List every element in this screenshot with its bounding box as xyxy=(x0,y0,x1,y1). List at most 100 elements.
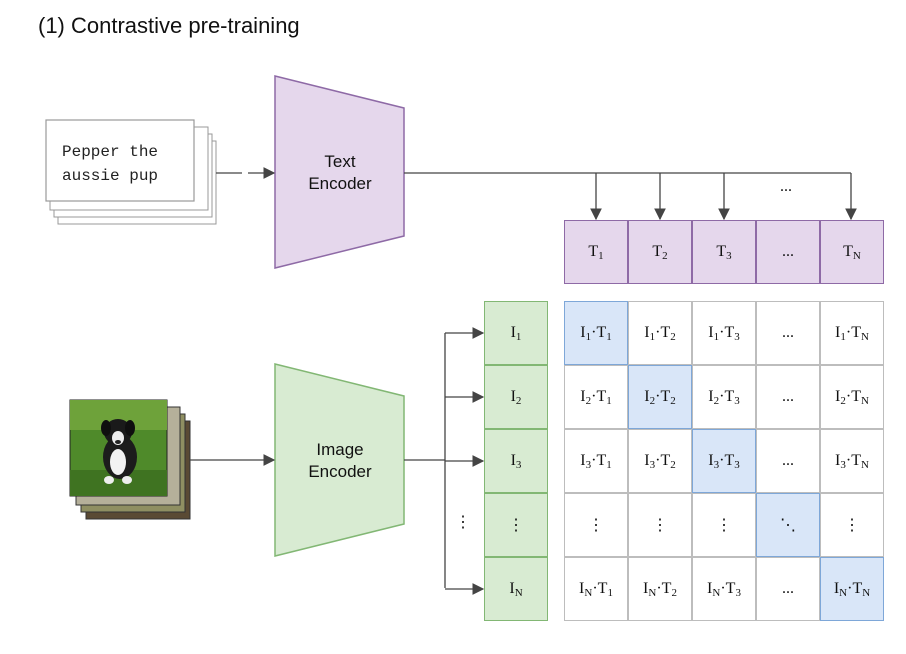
similarity-cell-N-3: IN·T3 xyxy=(692,557,756,621)
arrow-ellipsis: ... xyxy=(780,178,792,195)
text-term-sub: N xyxy=(860,330,869,343)
text-token-label: T1 xyxy=(588,243,603,262)
text-term-sub: N xyxy=(860,394,869,407)
text-term: T2 xyxy=(660,452,675,471)
text-embedding-N: TN xyxy=(820,220,884,284)
image-encoder-shape xyxy=(274,363,405,557)
image-token-label-sub: 3 xyxy=(515,458,522,471)
dot-product-symbol: · xyxy=(591,388,597,405)
image-term-base: I xyxy=(580,451,586,469)
similarity-cell-vdots-dots: ⋱ xyxy=(756,493,820,557)
image-encoder-label: Image Encoder xyxy=(280,439,400,483)
image-term: I2 xyxy=(644,388,655,407)
text-term-base: T xyxy=(724,451,735,469)
image-token-label: I3 xyxy=(511,452,522,471)
image-term: I3 xyxy=(580,452,591,471)
image-term-base: I xyxy=(708,387,714,405)
text-embedding-2: T2 xyxy=(628,220,692,284)
text-output-bus xyxy=(404,172,857,221)
text-term-sub: N xyxy=(860,458,869,471)
text-term-base: T xyxy=(597,579,608,597)
similarity-cell-2-1: I2·T1 xyxy=(564,365,628,429)
text-embedding-3: T3 xyxy=(692,220,756,284)
text-term-sub: 2 xyxy=(670,330,676,343)
image-token-label: I2 xyxy=(511,388,522,407)
image-term-base: I xyxy=(835,387,841,405)
text-card-stack xyxy=(45,119,217,225)
image-term-base: I xyxy=(644,451,650,469)
image-term: IN xyxy=(834,580,847,599)
text-term-base: T xyxy=(660,387,671,405)
text-term: TN xyxy=(852,580,870,599)
image-term: I1 xyxy=(580,324,591,343)
similarity-cell-2-2: I2·T2 xyxy=(628,365,692,429)
image-term-sub: 1 xyxy=(840,330,846,343)
image-term-sub: 3 xyxy=(585,458,592,471)
image-encoder-label-line-1: Image xyxy=(316,440,364,459)
text-term-base: T xyxy=(661,579,672,597)
text-term: T2 xyxy=(660,324,675,343)
text-token-label: T2 xyxy=(652,243,667,262)
text-term-sub: 2 xyxy=(671,586,677,599)
text-term-base: T xyxy=(660,451,671,469)
similarity-cell-3-dots: ... xyxy=(756,429,820,493)
image-term-sub: N xyxy=(712,586,721,599)
side-ellipsis: ⋮ xyxy=(455,514,471,531)
text-term-sub: 3 xyxy=(734,458,740,471)
dot-product-symbol: · xyxy=(720,580,726,597)
similarity-cell-1-1: I1·T1 xyxy=(564,301,628,365)
dot-product-symbol: · xyxy=(845,388,852,405)
image-term: I3 xyxy=(835,452,846,471)
image-token-label-base: I xyxy=(510,387,516,405)
text-token-label-base: T xyxy=(588,242,599,260)
image-term-sub: N xyxy=(584,586,593,599)
text-term-sub: 2 xyxy=(670,458,676,471)
text-embedding-1: T1 xyxy=(564,220,628,284)
vertical-ellipsis: ⋮ xyxy=(652,517,668,534)
image-term-sub: 2 xyxy=(585,394,592,407)
text-term-sub: N xyxy=(862,586,871,599)
text-term: T3 xyxy=(724,324,739,343)
text-token-label-base: T xyxy=(652,242,663,260)
dot-product-symbol: · xyxy=(719,452,725,469)
text-term-base: T xyxy=(724,387,735,405)
vertical-ellipsis: ⋮ xyxy=(716,517,732,534)
image-term: I1 xyxy=(644,324,655,343)
image-encoder-label-line-2: Encoder xyxy=(308,462,372,481)
similarity-cell-1-2: I1·T2 xyxy=(628,301,692,365)
text-term-sub: 3 xyxy=(734,330,740,343)
text-token-label-sub: 3 xyxy=(726,249,732,262)
image-term-base: I xyxy=(833,579,840,597)
similarity-cell-3-N: I3·TN xyxy=(820,429,884,493)
text-term-base: T xyxy=(725,579,736,597)
text-encoder-shape xyxy=(274,75,405,269)
image-term: I1 xyxy=(835,324,846,343)
image-output-bus xyxy=(404,327,485,595)
text-term-base: T xyxy=(596,323,607,341)
image-term: IN xyxy=(579,580,592,599)
image-term-base: I xyxy=(707,579,713,597)
similarity-cell-vdots-2: ⋮ xyxy=(628,493,692,557)
horizontal-ellipsis: ... xyxy=(782,452,794,469)
dot-product-symbol: · xyxy=(845,452,852,469)
image-term-sub: 3 xyxy=(713,458,720,471)
image-term-sub: 3 xyxy=(649,458,656,471)
image-embedding-3: I3 xyxy=(484,429,548,493)
image-term-base: I xyxy=(835,451,841,469)
image-token-label: ⋮ xyxy=(508,515,524,535)
image-term-base: I xyxy=(835,323,841,341)
image-token-label: IN xyxy=(509,580,522,599)
image-term-sub: 2 xyxy=(713,394,720,407)
diagram-title: (1) Contrastive pre-training xyxy=(38,13,300,38)
image-term-base: I xyxy=(644,323,650,341)
image-token-label-sub: 1 xyxy=(515,330,522,343)
text-term-base: T xyxy=(596,387,607,405)
caption-line-1: Pepper the xyxy=(62,143,159,161)
image-term: I2 xyxy=(580,388,591,407)
text-term-sub: 3 xyxy=(735,586,741,599)
dot-product-symbol: · xyxy=(655,324,661,341)
image-term: IN xyxy=(707,580,720,599)
dot-product-symbol: · xyxy=(845,324,852,341)
image-token-label-base: I xyxy=(510,451,516,469)
image-term: I2 xyxy=(835,388,846,407)
